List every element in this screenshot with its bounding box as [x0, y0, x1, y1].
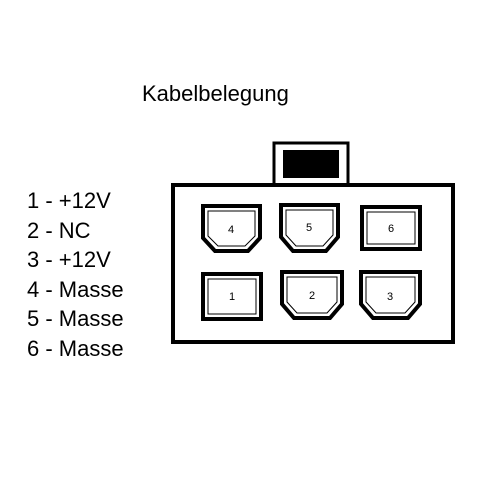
pin-1-label: 1 [229, 291, 235, 303]
pin-3-label: 3 [387, 291, 393, 303]
pin-4-label: 4 [228, 224, 234, 236]
pin-2: 2 [280, 270, 344, 320]
pin-3: 3 [359, 270, 422, 320]
pin-1: 1 [201, 272, 263, 321]
pin-6: 6 [360, 205, 422, 251]
legend-item-pin-5: 5 - Masse [27, 306, 124, 332]
pin-5-label: 5 [306, 222, 312, 234]
pin-2-label: 2 [309, 290, 315, 302]
diagram-title: Kabelbelegung [142, 81, 289, 106]
pin-5: 5 [279, 203, 340, 253]
legend-item-pin-4: 4 - Masse [27, 276, 124, 302]
legend-item-pin-1: 1 - +12V [27, 188, 111, 213]
legend-item-pin-2: 2 - NC [27, 217, 91, 243]
pin-4: 4 [201, 204, 262, 253]
pinout-legend: 1 - +12V 2 - NC 3 - +12V 4 - Masse 5 - M… [27, 186, 124, 364]
legend-item-pin-3: 3 - +12V [27, 247, 111, 273]
pin-6-label: 6 [388, 223, 394, 235]
connector-latch-inner [283, 150, 339, 178]
legend-item-pin-6: 6 - Masse [27, 335, 124, 361]
